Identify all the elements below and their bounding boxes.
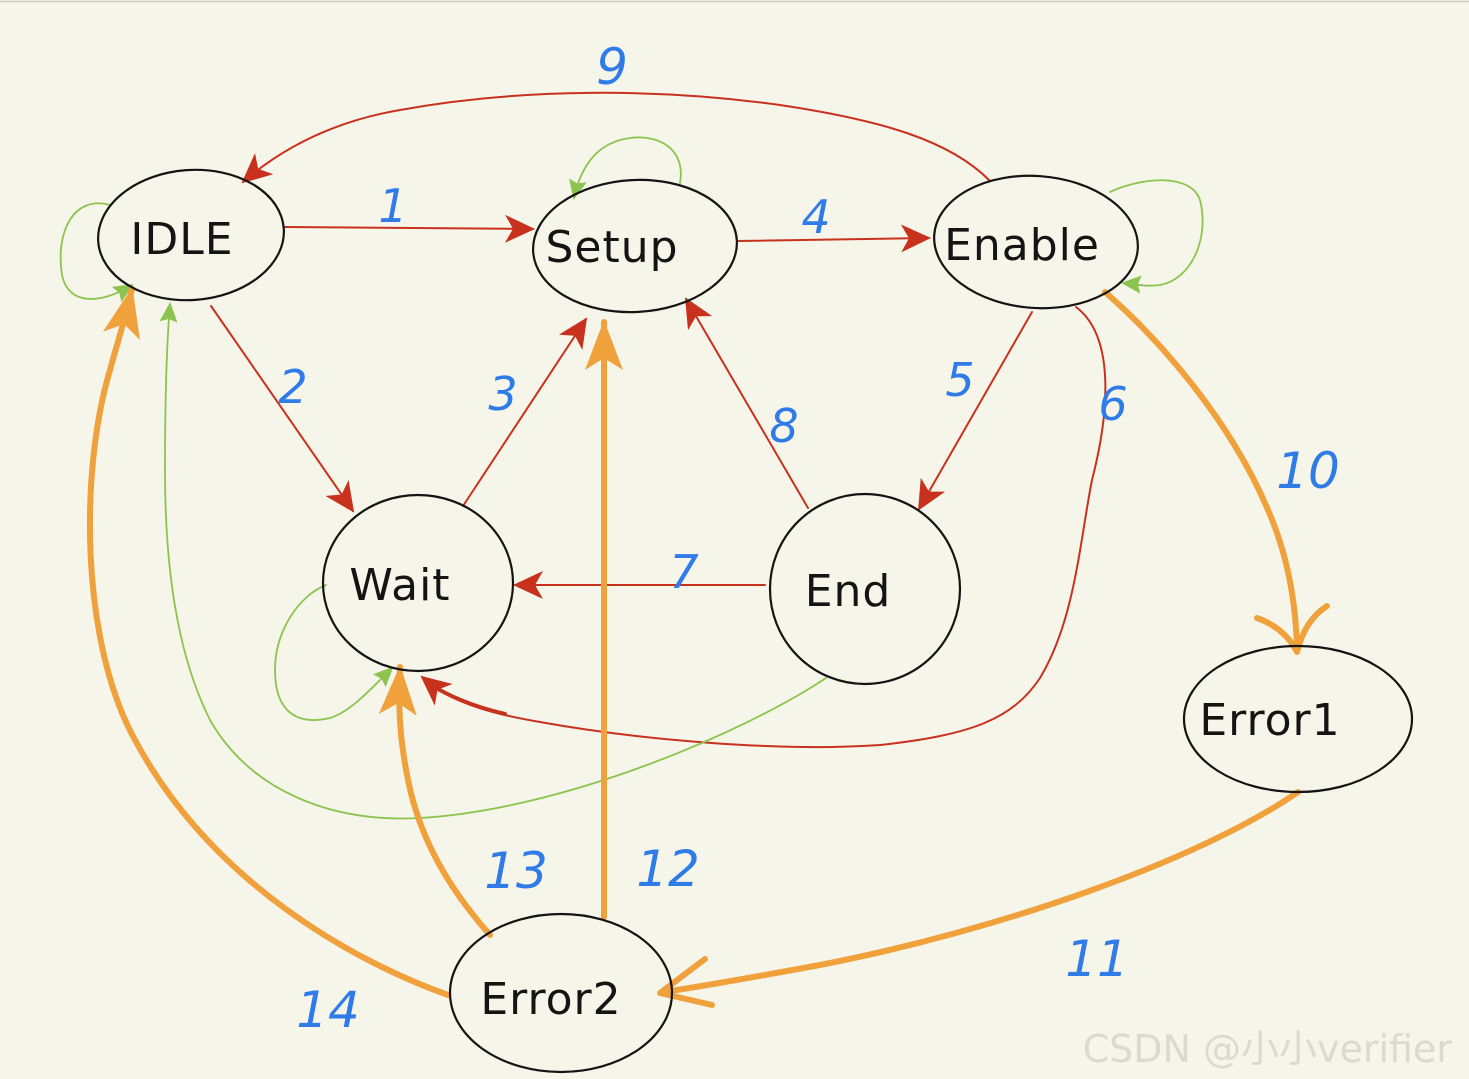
transition-8-end-to-setup	[684, 297, 809, 509]
transition-label-6: 6	[1098, 377, 1127, 431]
transition-label-14: 14	[296, 981, 360, 1039]
transition-label-4: 4	[801, 190, 830, 244]
state-error2-label: Error2	[480, 974, 621, 1025]
transition-label-13: 13	[484, 842, 548, 900]
transition-10-arrowhead	[1254, 603, 1330, 655]
state-error2: Error2	[448, 912, 674, 1074]
self-loop-enable	[1109, 179, 1204, 294]
state-idle: IDLE	[97, 168, 285, 302]
state-enable-label: Enable	[944, 220, 1100, 271]
transition-1-idle-to-setup	[284, 214, 535, 243]
transition-5-enable-to-end	[918, 311, 1033, 511]
transition-6-emphasis	[428, 682, 507, 716]
transition-label-9: 9	[596, 38, 628, 96]
state-idle-outline	[97, 168, 285, 302]
transition-label-12: 12	[636, 840, 700, 898]
state-end: End	[768, 492, 962, 686]
state-setup: Setup	[531, 178, 739, 314]
transition-14-error2-to-idle	[87, 286, 451, 998]
transition-label-10: 10	[1276, 442, 1340, 500]
transition-9-enable-to-idle	[241, 91, 991, 184]
state-enable-outline	[933, 174, 1139, 310]
state-idle-label: IDLE	[130, 214, 233, 265]
state-end-label: End	[805, 566, 892, 617]
transition-label-1: 1	[378, 179, 407, 233]
state-error1: Error1	[1182, 644, 1414, 794]
state-error2-outline	[448, 912, 674, 1074]
transition-11-error1-to-error2	[661, 789, 1301, 995]
state-setup-outline	[531, 178, 739, 314]
state-error1-label: Error1	[1199, 695, 1340, 746]
transition-label-2: 2	[278, 360, 307, 414]
transition-3-wait-to-setup	[462, 317, 588, 507]
state-wait-outline	[321, 493, 515, 673]
transition-label-11: 11	[1065, 930, 1129, 988]
self-loop-wait	[274, 584, 394, 721]
watermark: CSDN @小小verifier	[1083, 1027, 1453, 1071]
transition-11-arrowhead	[657, 956, 715, 1008]
state-wait: Wait	[321, 493, 515, 673]
transition-label-5: 5	[945, 353, 974, 407]
transition-10-enable-to-error1	[1102, 289, 1300, 651]
state-error1-outline	[1182, 644, 1414, 794]
self-loop-idle	[59, 202, 134, 303]
self-loop-setup	[569, 136, 682, 200]
transition-4-setup-to-enable	[736, 224, 931, 253]
transition-label-3: 3	[488, 367, 517, 421]
state-end-outline	[768, 492, 962, 686]
transition-13-error2-to-wait	[378, 664, 493, 938]
transition-label-8: 8	[769, 399, 798, 453]
transition-6-enable-to-wait	[420, 306, 1107, 749]
transition-label-7: 7	[669, 545, 698, 599]
state-enable: Enable	[933, 174, 1139, 310]
transition-end-to-idle	[159, 302, 827, 820]
transition-2-idle-to-wait	[210, 305, 355, 513]
state-setup-label: Setup	[545, 222, 678, 273]
state-wait-label: Wait	[349, 560, 450, 611]
